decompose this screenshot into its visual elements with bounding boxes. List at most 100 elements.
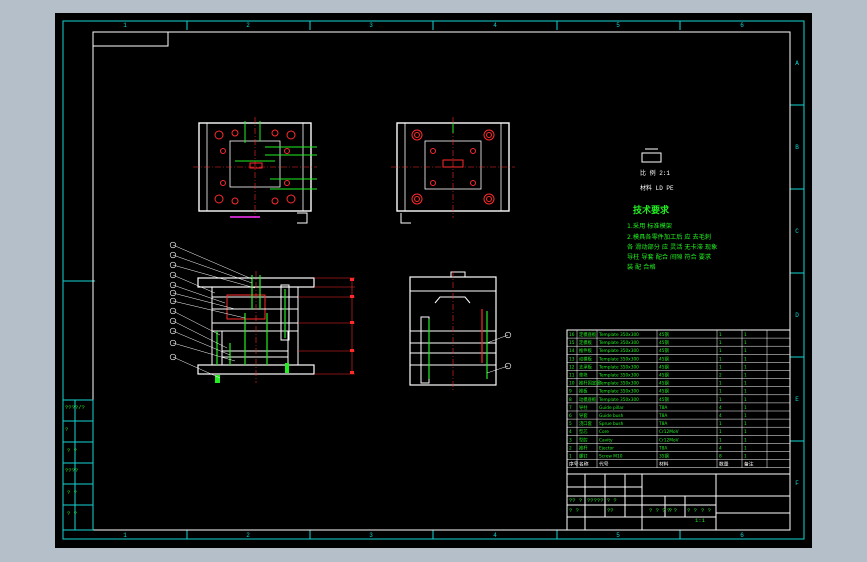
bom-cell: 5 — [569, 421, 572, 427]
bom-cell: 45钢 — [659, 380, 669, 387]
zone-label-bottom: 6 — [740, 532, 744, 539]
bom-cell: 45钢 — [659, 339, 669, 346]
bom-cell: Guide pillar — [599, 405, 624, 411]
bom-cell: 1 — [744, 340, 747, 346]
section-view-front[interactable] — [169, 241, 355, 383]
bom-header-cell: 名称 — [579, 461, 589, 468]
bom-cell: Cr12MoV — [659, 437, 679, 443]
titleblock-cell: ? ? — [701, 507, 711, 514]
zone-label-bottom: 4 — [493, 532, 497, 539]
bom-cell: 15 — [569, 340, 575, 346]
zone-label-right: B — [795, 144, 799, 151]
plan-view-moving-half[interactable] — [193, 117, 317, 224]
material-label: 材料 LD PE — [640, 184, 674, 192]
titleblock-cell: ? ? ? ? — [649, 507, 672, 514]
titleblock-cell: ? ? — [687, 507, 697, 514]
technical-requirements: 比 例 2:1 材料 LD PE 技术要求 1.采用 标准模架 2.模具各零件加… — [627, 148, 717, 271]
bom-cell: 1 — [719, 332, 722, 338]
bom-cell: 12 — [569, 364, 575, 370]
bom-cell: 1 — [744, 405, 747, 411]
stamp-text: ? ? — [67, 447, 77, 454]
zone-label-top: 4 — [493, 22, 497, 29]
bom-cell: 1 — [744, 454, 747, 460]
bom-cell: 1 — [719, 356, 722, 362]
bom-cell: Core — [599, 429, 609, 435]
bom-cell: 4 — [719, 413, 722, 419]
bom-cell: 45钢 — [659, 347, 669, 354]
bom-header-cell: 数量 — [719, 461, 729, 468]
tech-line: 装 配 合格 — [627, 263, 656, 271]
tech-title: 技术要求 — [633, 204, 670, 216]
bom-cell: 垫块 — [579, 372, 588, 379]
zone-label-top: 6 — [740, 22, 744, 29]
bom-cell: 推件板 — [579, 347, 593, 354]
zone-label-bottom: 3 — [369, 532, 373, 539]
bom-cell: Guide bush — [599, 413, 624, 419]
stamp-text: ? ? — [67, 510, 77, 517]
bom-cell: 1 — [719, 397, 722, 403]
bom-cell: Template 350x300 — [598, 332, 639, 338]
bom-cell: 1 — [719, 340, 722, 346]
section-view-side[interactable] — [409, 271, 512, 391]
zone-label-bottom: 5 — [616, 532, 620, 539]
bom-cell: 1 — [744, 413, 747, 419]
bom-cell: Template 350x300 — [598, 364, 639, 370]
bom-cell: 推板 — [579, 388, 588, 395]
zone-label-right: A — [795, 60, 799, 67]
titleblock-cell: ? ? — [569, 507, 579, 514]
bom-cell: 1 — [744, 437, 747, 443]
bom-cell: 1 — [719, 421, 722, 427]
plan-view-fixed-half[interactable] — [391, 117, 515, 224]
zone-ticks — [63, 21, 804, 539]
bom-cell: Template 350x300 — [598, 340, 639, 346]
drawing-number-box — [92, 31, 169, 47]
bom-cell: 推杆 — [579, 444, 588, 451]
bom-cell: 45钢 — [659, 363, 669, 370]
bom-cell: 1 — [744, 356, 747, 362]
bom-cell: 导柱 — [579, 404, 588, 411]
bom-cell: Sprue bush — [599, 421, 624, 427]
bom-cell: 型芯 — [579, 428, 588, 435]
bom-cell: Cavity — [599, 437, 613, 443]
tech-line: 2.模具各零件加工后 应 去毛刺 — [627, 233, 711, 241]
bom-cell: 动模座板 — [579, 396, 597, 403]
titleblock-cell: ?? — [607, 507, 614, 514]
bom-cell: Template 350x300 — [598, 397, 639, 403]
bom-cell: 1 — [719, 381, 722, 387]
bom-cell: 推杆固定板 — [579, 380, 601, 387]
bom-cell: 1 — [719, 364, 722, 370]
bom-cell: 1 — [744, 364, 747, 370]
bom-cell: 2 — [569, 445, 572, 451]
drawing-sheet: 1 2 3 4 5 6 1 2 3 4 5 6 A B C D E F ????… — [62, 20, 805, 540]
bom-cell: 1 — [744, 389, 747, 395]
zone-label-right: F — [795, 480, 799, 487]
scale-label: 比 例 2:1 — [640, 169, 670, 177]
bom-cell: 7 — [569, 405, 572, 411]
outer-frame — [62, 20, 805, 540]
bom-cell: 1 — [744, 332, 747, 338]
bom-cell: 2 — [719, 373, 722, 379]
bom-cell: Template 350x300 — [598, 381, 639, 387]
bom-cell: 45钢 — [659, 331, 669, 338]
tech-line: 各 滑动部分 应 灵活 无卡滞 现象 — [627, 243, 717, 251]
bom-header-cell: 材料 — [659, 461, 669, 468]
bom-cell: 1 — [719, 389, 722, 395]
bom-cell: 1 — [744, 397, 747, 403]
bom-cell: Template 350x300 — [598, 389, 639, 395]
bom-cell: 定模板 — [579, 339, 593, 346]
bom-cell: 1 — [744, 373, 747, 379]
bom-cell: 45钢 — [659, 372, 669, 379]
bom-cell: 型腔 — [579, 436, 588, 443]
bom-cell: 13 — [569, 356, 575, 362]
bom-cell: Screw M10 — [599, 454, 623, 460]
bom-header-cell: 序号 — [569, 461, 579, 468]
bom-cell: 1 — [719, 437, 722, 443]
bom-cell: T8A — [658, 405, 667, 411]
cad-drawing-viewport[interactable]: 1 2 3 4 5 6 1 2 3 4 5 6 A B C D E F ????… — [55, 13, 812, 548]
bom-cell: T8A — [658, 421, 667, 427]
title-block: ?? ? ? ? ????? ? ? ?? ? ? ? ? ? ? ? ? ? … — [566, 473, 791, 531]
bom-cell: 4 — [569, 429, 572, 435]
bom-cell: 浇口套 — [579, 420, 593, 427]
bom-cell: 1 — [719, 429, 722, 435]
